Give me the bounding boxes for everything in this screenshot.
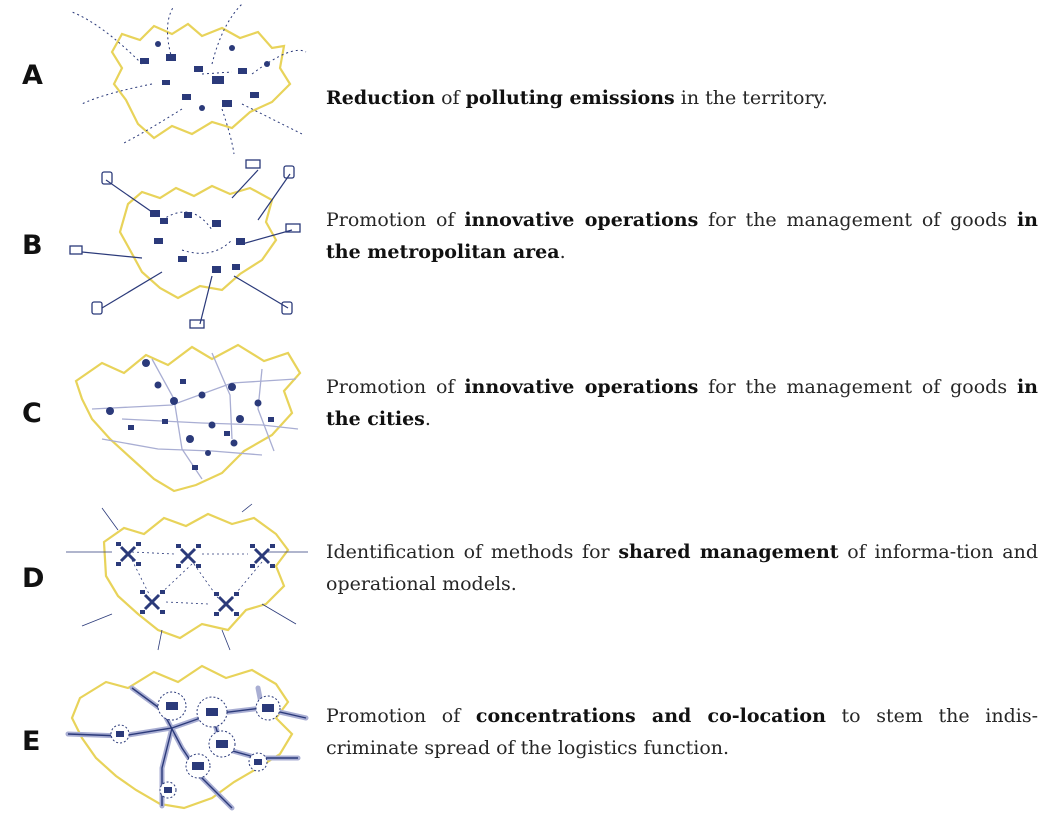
emphasis-text: polluting emissions: [465, 87, 675, 109]
row-letter: A: [22, 60, 43, 91]
emphasis-text: concentrations and co-location: [475, 705, 826, 727]
emphasis-text: Reduction: [326, 87, 436, 109]
row-text: Reduction of polluting emissions in the …: [326, 82, 1038, 114]
body-text: to stem the indis-criminate spread of th…: [326, 705, 1038, 759]
body-text: for the management of goods: [698, 376, 1017, 398]
emphasis-text: shared management: [618, 541, 839, 563]
body-text: of: [435, 87, 466, 109]
body-text: in the territory.: [674, 87, 828, 109]
map-cities-diagram: [74, 343, 302, 493]
map-shared-management-diagram: [66, 503, 308, 651]
emphasis-text: in the metropolitan area: [326, 209, 1038, 263]
row-d: D Identification of methods for shared m…: [0, 500, 1063, 658]
row-letter: C: [22, 398, 42, 429]
body-text: .: [559, 241, 566, 263]
map-emissions-diagram: [71, 3, 307, 155]
row-text: Promotion of concentrations and co-locat…: [326, 700, 1038, 764]
row-c: C Promotion of innovative operations for…: [0, 335, 1063, 500]
row-e: E Promotion of concentrations and co-loc…: [0, 658, 1063, 820]
body-text: for the management of goods: [698, 209, 1017, 231]
row-text: Identification of methods for shared man…: [326, 536, 1038, 600]
row-b: B Promotion of innovative operations for…: [0, 159, 1063, 335]
emphasis-text: innovative operations: [464, 209, 699, 231]
row-letter: D: [22, 563, 45, 594]
body-text: of informa-tion and operational models.: [326, 541, 1038, 595]
map-concentrations-diagram: [65, 664, 309, 811]
row-text: Promotion of innovative operations for t…: [326, 371, 1038, 435]
body-text: Promotion of: [326, 209, 465, 231]
row-text: Promotion of innovative operations for t…: [326, 204, 1038, 268]
body-text: Identification of methods for: [326, 541, 619, 563]
emphasis-text: innovative operations: [464, 376, 699, 398]
body-text: .: [424, 408, 431, 430]
row-letter: B: [22, 230, 43, 261]
row-a: A Reduction of polluting emissions in th…: [0, 0, 1063, 160]
row-letter: E: [22, 726, 41, 757]
emphasis-text: in the cities: [326, 376, 1038, 430]
body-text: Promotion of: [326, 376, 465, 398]
map-metropolitan-diagram: [69, 159, 301, 329]
body-text: Promotion of: [326, 705, 476, 727]
